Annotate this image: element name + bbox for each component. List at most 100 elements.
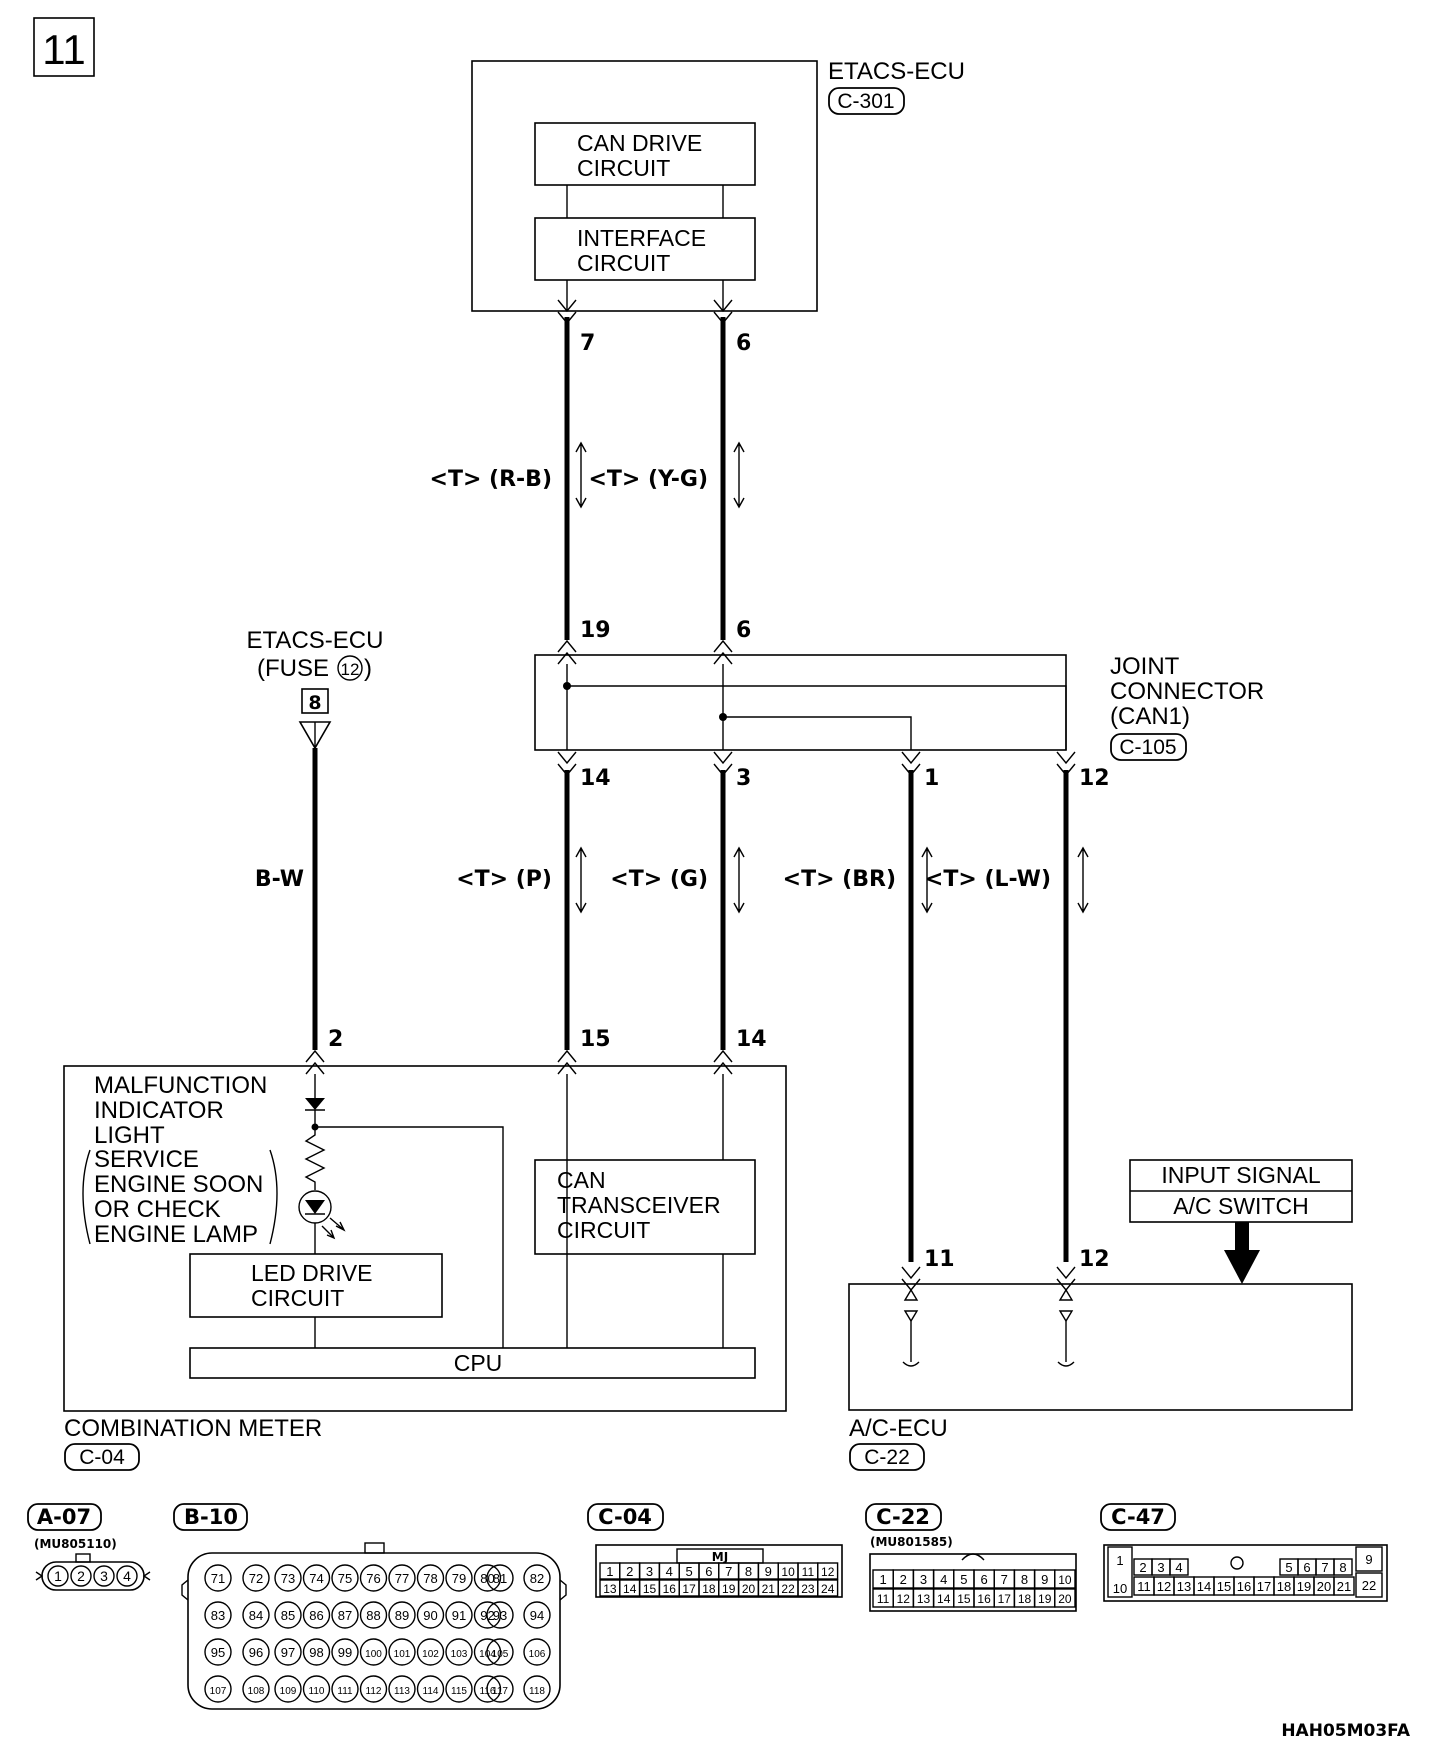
svg-text:6: 6 [980,1572,987,1587]
pin: 2 [892,1569,915,1589]
pin: 109 [274,1675,302,1703]
pin: 4 [1169,1558,1189,1576]
pin: 87 [331,1601,359,1629]
svg-text:9: 9 [765,1564,772,1579]
svg-text:105: 105 [492,1649,509,1660]
svg-text:13: 13 [1177,1579,1191,1594]
svg-text:18: 18 [1018,1592,1032,1606]
pin: 18 [698,1579,720,1597]
svg-text:86: 86 [309,1608,323,1623]
pin: 13 [912,1588,935,1608]
svg-text:SERVICE: SERVICE [94,1146,199,1173]
pin: 100 [359,1638,388,1666]
svg-text:22: 22 [781,1582,795,1596]
svg-text:8: 8 [745,1564,752,1579]
pin: 112 [359,1675,388,1703]
svg-text:87: 87 [338,1608,352,1623]
bidirectional-arrow-icon [733,846,745,914]
svg-text:C-47: C-47 [1111,1505,1165,1529]
wire-label-l-w: <T> (L-W) [925,867,1051,892]
pin: 17 [993,1588,1016,1608]
pin: 22 [777,1579,799,1597]
connector-tag-c04 [64,1443,140,1471]
svg-text:118: 118 [529,1686,545,1697]
bidirectional-arrow-icon [575,441,587,509]
svg-text:(CAN1): (CAN1) [1110,703,1190,730]
connector-tag-c301 [828,87,905,115]
svg-text:13: 13 [917,1592,931,1606]
pin: 79 [445,1564,473,1592]
pin: 86 [302,1601,331,1629]
combination-meter-block: MALFUNCTION INDICATOR LIGHT SERVICE ENGI… [63,1065,787,1471]
pin: 17 [678,1579,700,1597]
pin: 106 [523,1638,551,1666]
pin: 12 [1153,1576,1175,1596]
pin: 72 [242,1564,270,1592]
pin: 110 [302,1675,331,1703]
svg-text:2: 2 [900,1572,907,1587]
pin: 14 [932,1588,955,1608]
svg-text:6: 6 [705,1564,712,1579]
pin-joint-14: 14 [580,766,611,791]
pin: 3 [912,1569,935,1589]
connector-tag-c105 [1110,733,1187,761]
pin: 10 [1054,1569,1076,1589]
svg-text:TRANSCEIVER: TRANSCEIVER [557,1192,721,1218]
svg-text:LIGHT: LIGHT [94,1122,165,1149]
pin: 89 [388,1601,416,1629]
pin: 96 [242,1638,270,1666]
pin: 10 [777,1562,799,1580]
pin: 5 [1279,1558,1299,1576]
pin: 9 [1355,1546,1383,1572]
pin: 15 [953,1588,975,1608]
svg-text:CIRCUIT: CIRCUIT [577,250,670,276]
pin: 115 [445,1675,473,1703]
svg-text:C-04: C-04 [598,1505,652,1529]
pin [1107,1546,1133,1598]
svg-text:12: 12 [897,1592,911,1606]
joint-connector-block: JOINT CONNECTOR (CAN1) C-105 [534,653,1264,761]
wire-label-p: <T> (P) [456,867,552,892]
pin: 8 [1333,1558,1353,1576]
wire-label-br: <T> (BR) [783,867,896,892]
pin-meter-15: 15 [580,1027,611,1052]
svg-text:107: 107 [210,1686,227,1697]
svg-text:89: 89 [395,1608,409,1623]
svg-text:INPUT SIGNAL: INPUT SIGNAL [1161,1162,1321,1188]
diagram-code: HAH05M03FA [1281,1721,1411,1741]
pin-meter-14: 14 [736,1027,767,1052]
svg-text:18: 18 [1277,1579,1291,1594]
pin: 16 [658,1579,680,1597]
svg-text:112: 112 [366,1686,382,1697]
svg-text:78: 78 [423,1571,437,1586]
pin: 7 [993,1569,1016,1589]
pin: 91 [445,1601,473,1629]
pin: 94 [523,1601,551,1629]
svg-text:9: 9 [1365,1552,1372,1567]
pin: 6 [973,1569,995,1589]
pin: 16 [973,1588,995,1608]
pin: 99 [331,1638,359,1666]
pin: 8 [737,1562,760,1580]
svg-text:5: 5 [1285,1560,1292,1575]
svg-text:24: 24 [821,1582,835,1596]
svg-text:OR CHECK: OR CHECK [94,1196,221,1223]
svg-text:23: 23 [801,1582,815,1596]
wire-label-b-w: B-W [255,867,304,892]
svg-text:81: 81 [493,1571,507,1586]
pin: 19 [1293,1576,1315,1596]
pin: 1 [872,1569,894,1589]
can-drive-circuit [534,122,756,186]
svg-text:77: 77 [395,1571,409,1586]
pin: 14 [619,1579,641,1597]
svg-text:99: 99 [338,1645,352,1660]
pin: 15 [638,1579,661,1597]
connector-tag-c22 [849,1443,925,1471]
svg-text:CAN: CAN [557,1167,606,1193]
svg-text:102: 102 [422,1649,439,1660]
svg-text:9: 9 [1041,1572,1048,1587]
lower-can-wires: 14 3 1 12 <T> (P) <T> (G) <T> (BR) <T> (… [305,751,1110,1292]
